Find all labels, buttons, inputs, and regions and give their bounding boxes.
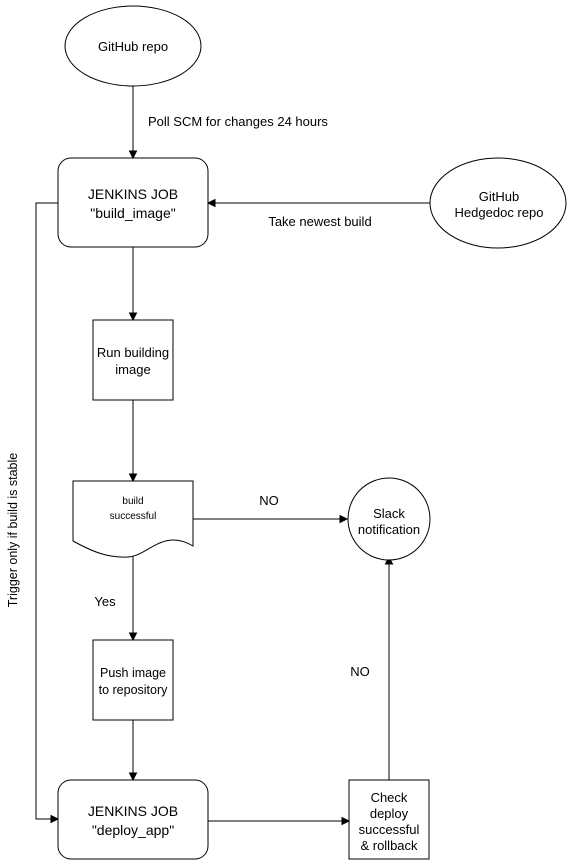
node-deploy-app-label-line-2: "deploy_app" <box>92 822 174 838</box>
node-slack-notification: Slack notification <box>347 477 431 561</box>
label-build-yes: Yes <box>94 594 116 609</box>
node-jenkins-job-build-image: JENKINS JOB "build_image" <box>57 157 209 248</box>
node-run-building-label-line-2: image <box>115 362 150 377</box>
node-slack-label-line-1: Slack <box>373 506 405 521</box>
edge-hedgedoc-to-build-image <box>206 198 430 208</box>
edge-run-building-to-build-successful <box>128 400 138 483</box>
edge-push-to-deploy-app <box>128 720 138 782</box>
node-check-deploy-rollback: Check deploy successful & rollback <box>348 779 430 860</box>
label-poll-scm: Poll SCM for changes 24 hours <box>148 114 328 129</box>
node-run-building-label-line-1: Run building <box>97 345 169 360</box>
node-push-image-label-line-2: to repository <box>99 683 169 697</box>
node-check-deploy-label-line-2: deploy <box>370 806 409 821</box>
edge-build-successful-no-to-slack <box>193 514 349 524</box>
node-build-image-label-line-1: JENKINS JOB <box>88 186 178 202</box>
edge-build-image-to-run-building <box>128 247 138 322</box>
node-check-deploy-label-line-1: Check <box>371 790 408 805</box>
node-build-successful-decision: build successful <box>72 480 194 558</box>
node-hedgedoc-label-line-2: Hedgedoc repo <box>455 205 544 220</box>
node-deploy-app-label-line-1: JENKINS JOB <box>88 803 178 819</box>
label-build-no: NO <box>259 493 279 508</box>
node-check-deploy-label-line-4: & rollback <box>360 838 418 853</box>
edge-build-successful-yes-to-push <box>128 548 138 642</box>
label-take-newest-build: Take newest build <box>268 214 371 229</box>
node-push-image-label-line-1: Push image <box>100 666 166 680</box>
node-check-deploy-label-line-3: successful <box>359 822 420 837</box>
node-github-repo: GitHub repo <box>64 5 202 87</box>
node-push-image-to-repository: Push image to repository <box>92 639 174 721</box>
node-build-successful-label-line-1: build <box>122 496 143 507</box>
node-github-repo-label: GitHub repo <box>98 39 168 54</box>
node-run-building-image: Run building image <box>92 319 174 401</box>
edge-build-image-to-deploy-app-stable <box>35 202 60 824</box>
edge-github-to-build-image <box>128 86 138 160</box>
node-build-image-label-line-2: "build_image" <box>90 205 175 221</box>
node-github-hedgedoc-repo: GitHub Hedgedoc repo <box>429 157 567 249</box>
label-trigger-stable: Trigger only if build is stable <box>6 453 20 608</box>
edge-deploy-app-to-check-deploy <box>208 816 351 826</box>
node-hedgedoc-label-line-1: GitHub <box>479 189 519 204</box>
node-build-successful-label-line-2: successful <box>110 511 157 522</box>
label-deploy-no: NO <box>350 664 370 679</box>
node-jenkins-job-deploy-app: JENKINS JOB "deploy_app" <box>57 779 209 860</box>
node-slack-label-line-2: notification <box>358 522 420 537</box>
edge-check-deploy-no-to-slack <box>384 555 394 780</box>
